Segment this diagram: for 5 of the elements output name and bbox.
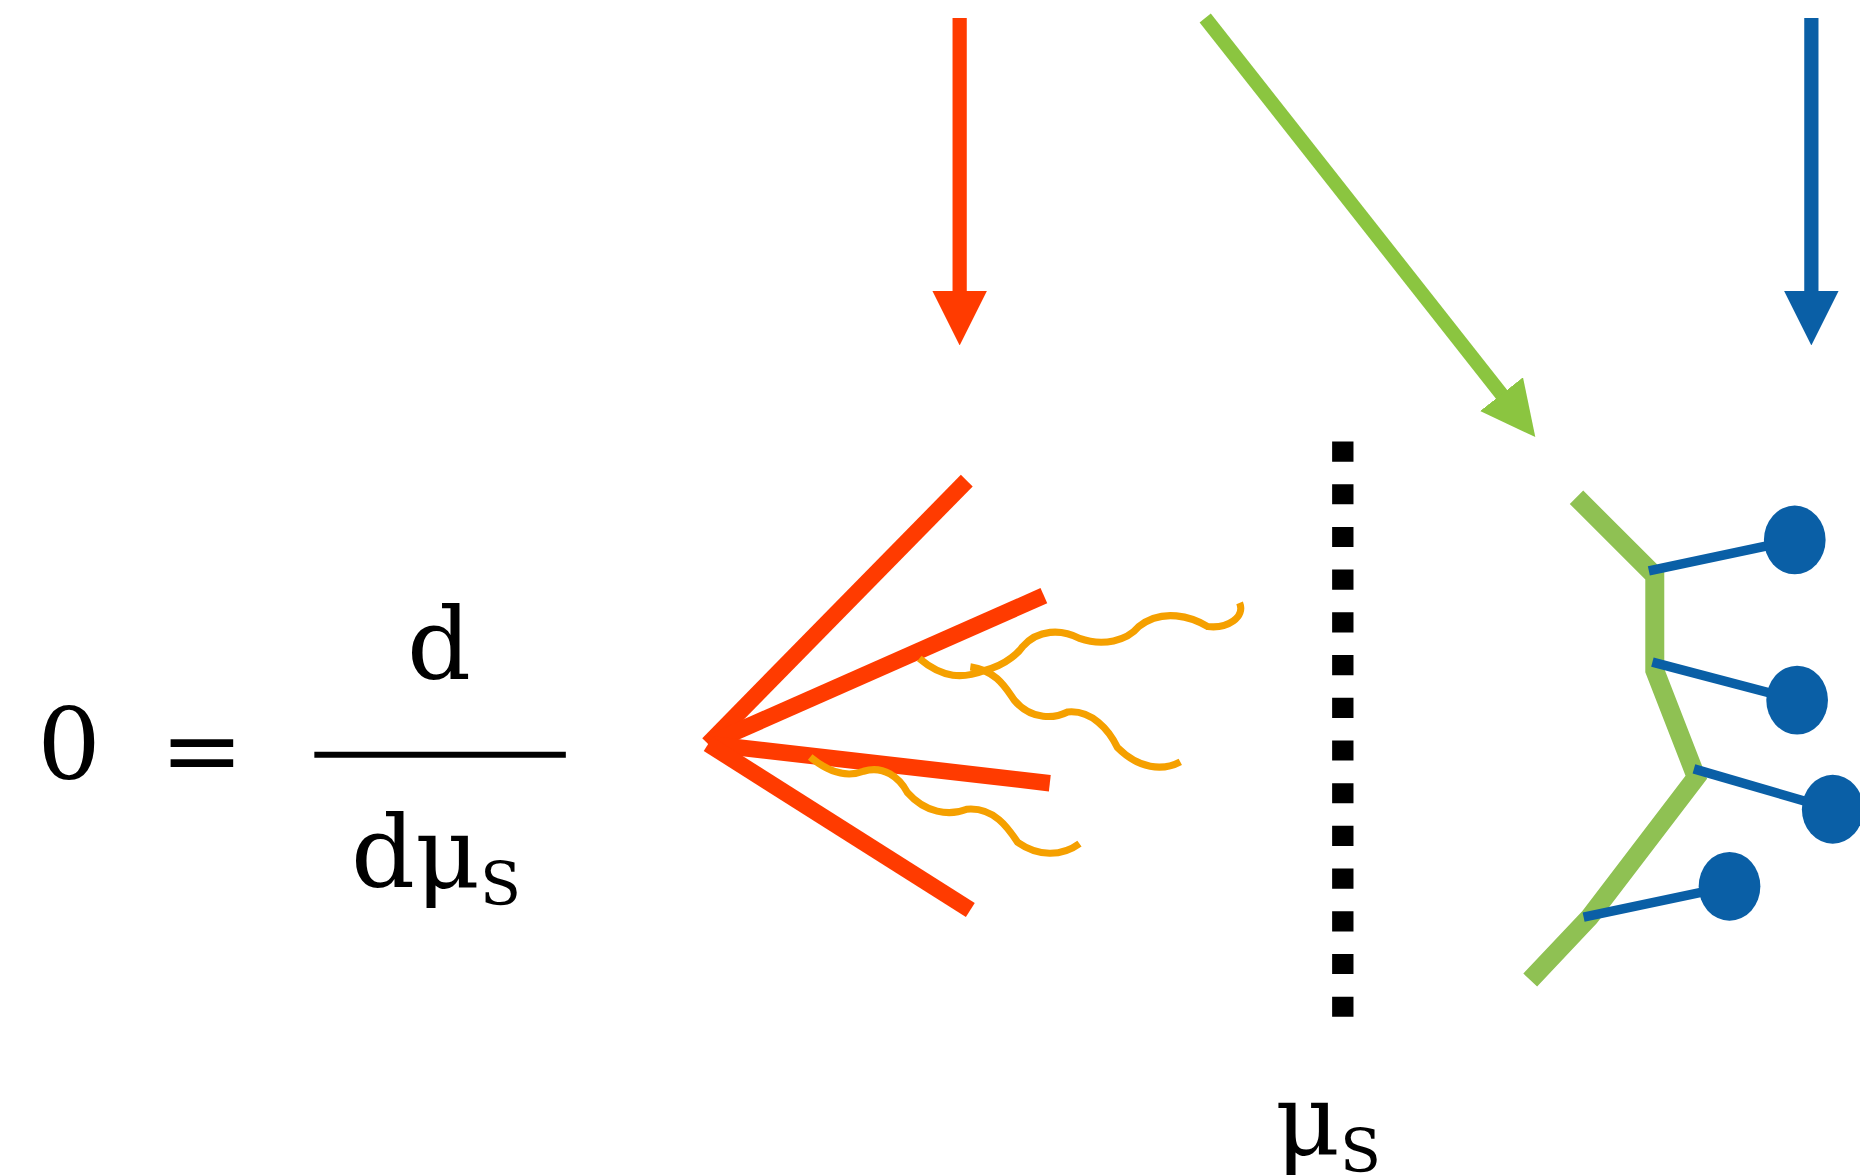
digit: 0 <box>37 695 101 795</box>
differential-symbol: d <box>407 595 471 695</box>
equals-sign: = <box>160 700 244 800</box>
scale-symbol: μ$_{S}$ <box>1274 1069 1382 1176</box>
differential-symbol: dμ$_{S}$ <box>350 802 522 914</box>
